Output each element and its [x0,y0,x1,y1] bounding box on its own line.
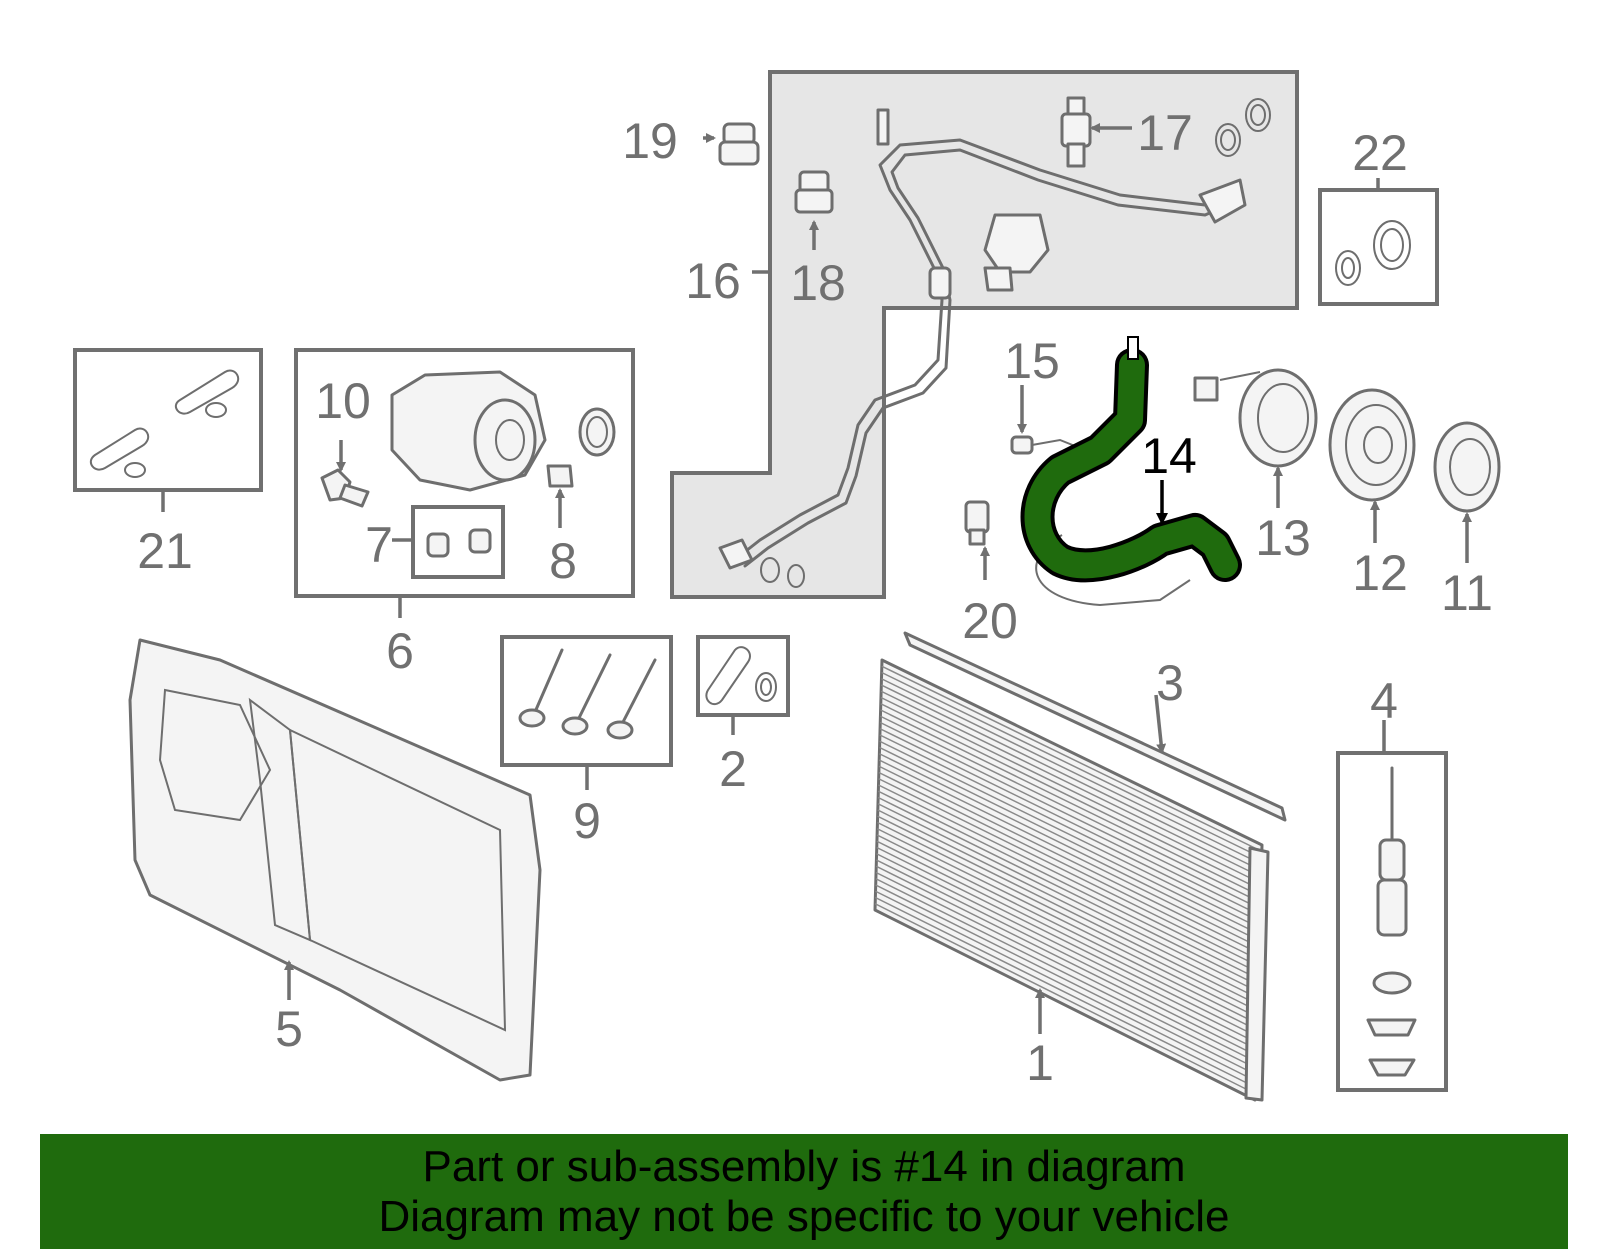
callout-5: 5 [275,1001,303,1057]
part-2-gasket-kit[interactable] [696,635,790,717]
banner-line-2: Diagram may not be specific to your vehi… [378,1191,1230,1241]
condenser-fin [880,696,1262,884]
condenser-fin [879,721,1261,910]
condenser-fin [881,665,1263,853]
part-4-drier-kit[interactable] [1336,751,1448,1092]
condenser-fin [878,765,1260,955]
part-18-valve-cap[interactable] [794,170,834,214]
condenser-fin [881,678,1262,865]
condenser-fin [879,728,1261,916]
part-7-bushings[interactable] [411,505,505,579]
condenser-fin [877,803,1259,993]
condenser-fin [877,790,1259,980]
callout-13: 13 [1255,510,1311,566]
condenser-fin [876,853,1257,1044]
callout-2: 2 [719,741,747,797]
condenser-fin [875,884,1257,1076]
callout-18: 18 [790,255,846,311]
part-19-valve-cap[interactable] [718,122,760,166]
callout-7: 7 [365,517,393,573]
condenser-fin [880,690,1262,878]
part-1-condenser[interactable] [873,658,1270,1102]
callout-6: 6 [386,623,414,679]
condenser-fin [878,778,1260,967]
part-20-switch[interactable] [964,500,990,546]
condenser-fin [875,896,1256,1088]
callout-17: 17 [1137,105,1193,161]
condenser-fin [878,759,1260,948]
condenser-fin [876,840,1258,1031]
part-14-discharge-hose[interactable] [1020,336,1242,607]
banner-line-1: Part or sub-assembly is #14 in diagram [422,1141,1186,1191]
condenser-fin [880,715,1261,904]
callout-14: 14 [1141,428,1197,484]
part-21-gasket-kit[interactable] [73,348,263,492]
condenser-fin [875,865,1257,1057]
callout-20: 20 [962,593,1018,649]
callout-labels: 1 2 3 4 5 6 7 8 9 10 11 12 13 14 15 16 1… [137,105,1493,1091]
condenser-fin [878,771,1260,961]
condenser-fin [875,878,1257,1069]
condenser-fin [879,734,1261,923]
callout-10: 10 [315,373,371,429]
part-12-pulley[interactable] [1328,388,1416,502]
condenser-fin [877,809,1259,999]
condenser-fin [879,746,1260,935]
callout-11: 11 [1441,565,1493,621]
condenser-fin [878,784,1259,974]
callout-19: 19 [622,113,678,169]
callout-3: 3 [1156,655,1184,711]
part-10-bolt[interactable] [320,468,370,508]
callout-15: 15 [1004,333,1060,389]
condenser-fin [880,709,1261,897]
condenser-fin [877,815,1258,1006]
callout-1: 1 [1026,1035,1054,1091]
callout-22: 22 [1352,125,1408,181]
condenser-fin [876,828,1258,1018]
condenser-fin [876,859,1257,1050]
part-6-compressor-group[interactable] [294,348,635,598]
part-5-radiator-support[interactable] [128,638,542,1082]
callout-4: 4 [1370,673,1398,729]
callout-8: 8 [549,533,577,589]
condenser-fin [875,890,1256,1082]
condenser-fin [881,671,1262,859]
part-17-o-rings [1215,98,1271,157]
part-13-clutch-coil[interactable] [1193,368,1318,468]
callout-12: 12 [1352,545,1408,601]
part-8-fitting[interactable] [546,464,574,488]
condenser-fin [877,796,1259,986]
condenser-fin [876,834,1258,1025]
info-banner: Part or sub-assembly is #14 in diagram D… [40,1134,1568,1249]
condenser-fin [874,903,1256,1095]
part-11-clutch-plate[interactable] [1433,421,1501,513]
condenser-fin [875,871,1257,1063]
callout-9: 9 [573,793,601,849]
condenser-fin [879,753,1260,942]
condenser-fin [876,846,1258,1037]
condenser-fin [880,684,1262,872]
condenser-fin [880,703,1262,891]
leader-lines [161,123,1472,1034]
part-9-bolt-kit[interactable] [500,635,673,767]
condenser-fin [877,821,1258,1012]
callout-21: 21 [137,523,193,579]
condenser-fin [879,740,1261,929]
part-17-pressure-switch[interactable] [1060,96,1092,168]
callout-16: 16 [685,253,741,309]
part-22-o-ring-kit[interactable] [1318,188,1439,306]
